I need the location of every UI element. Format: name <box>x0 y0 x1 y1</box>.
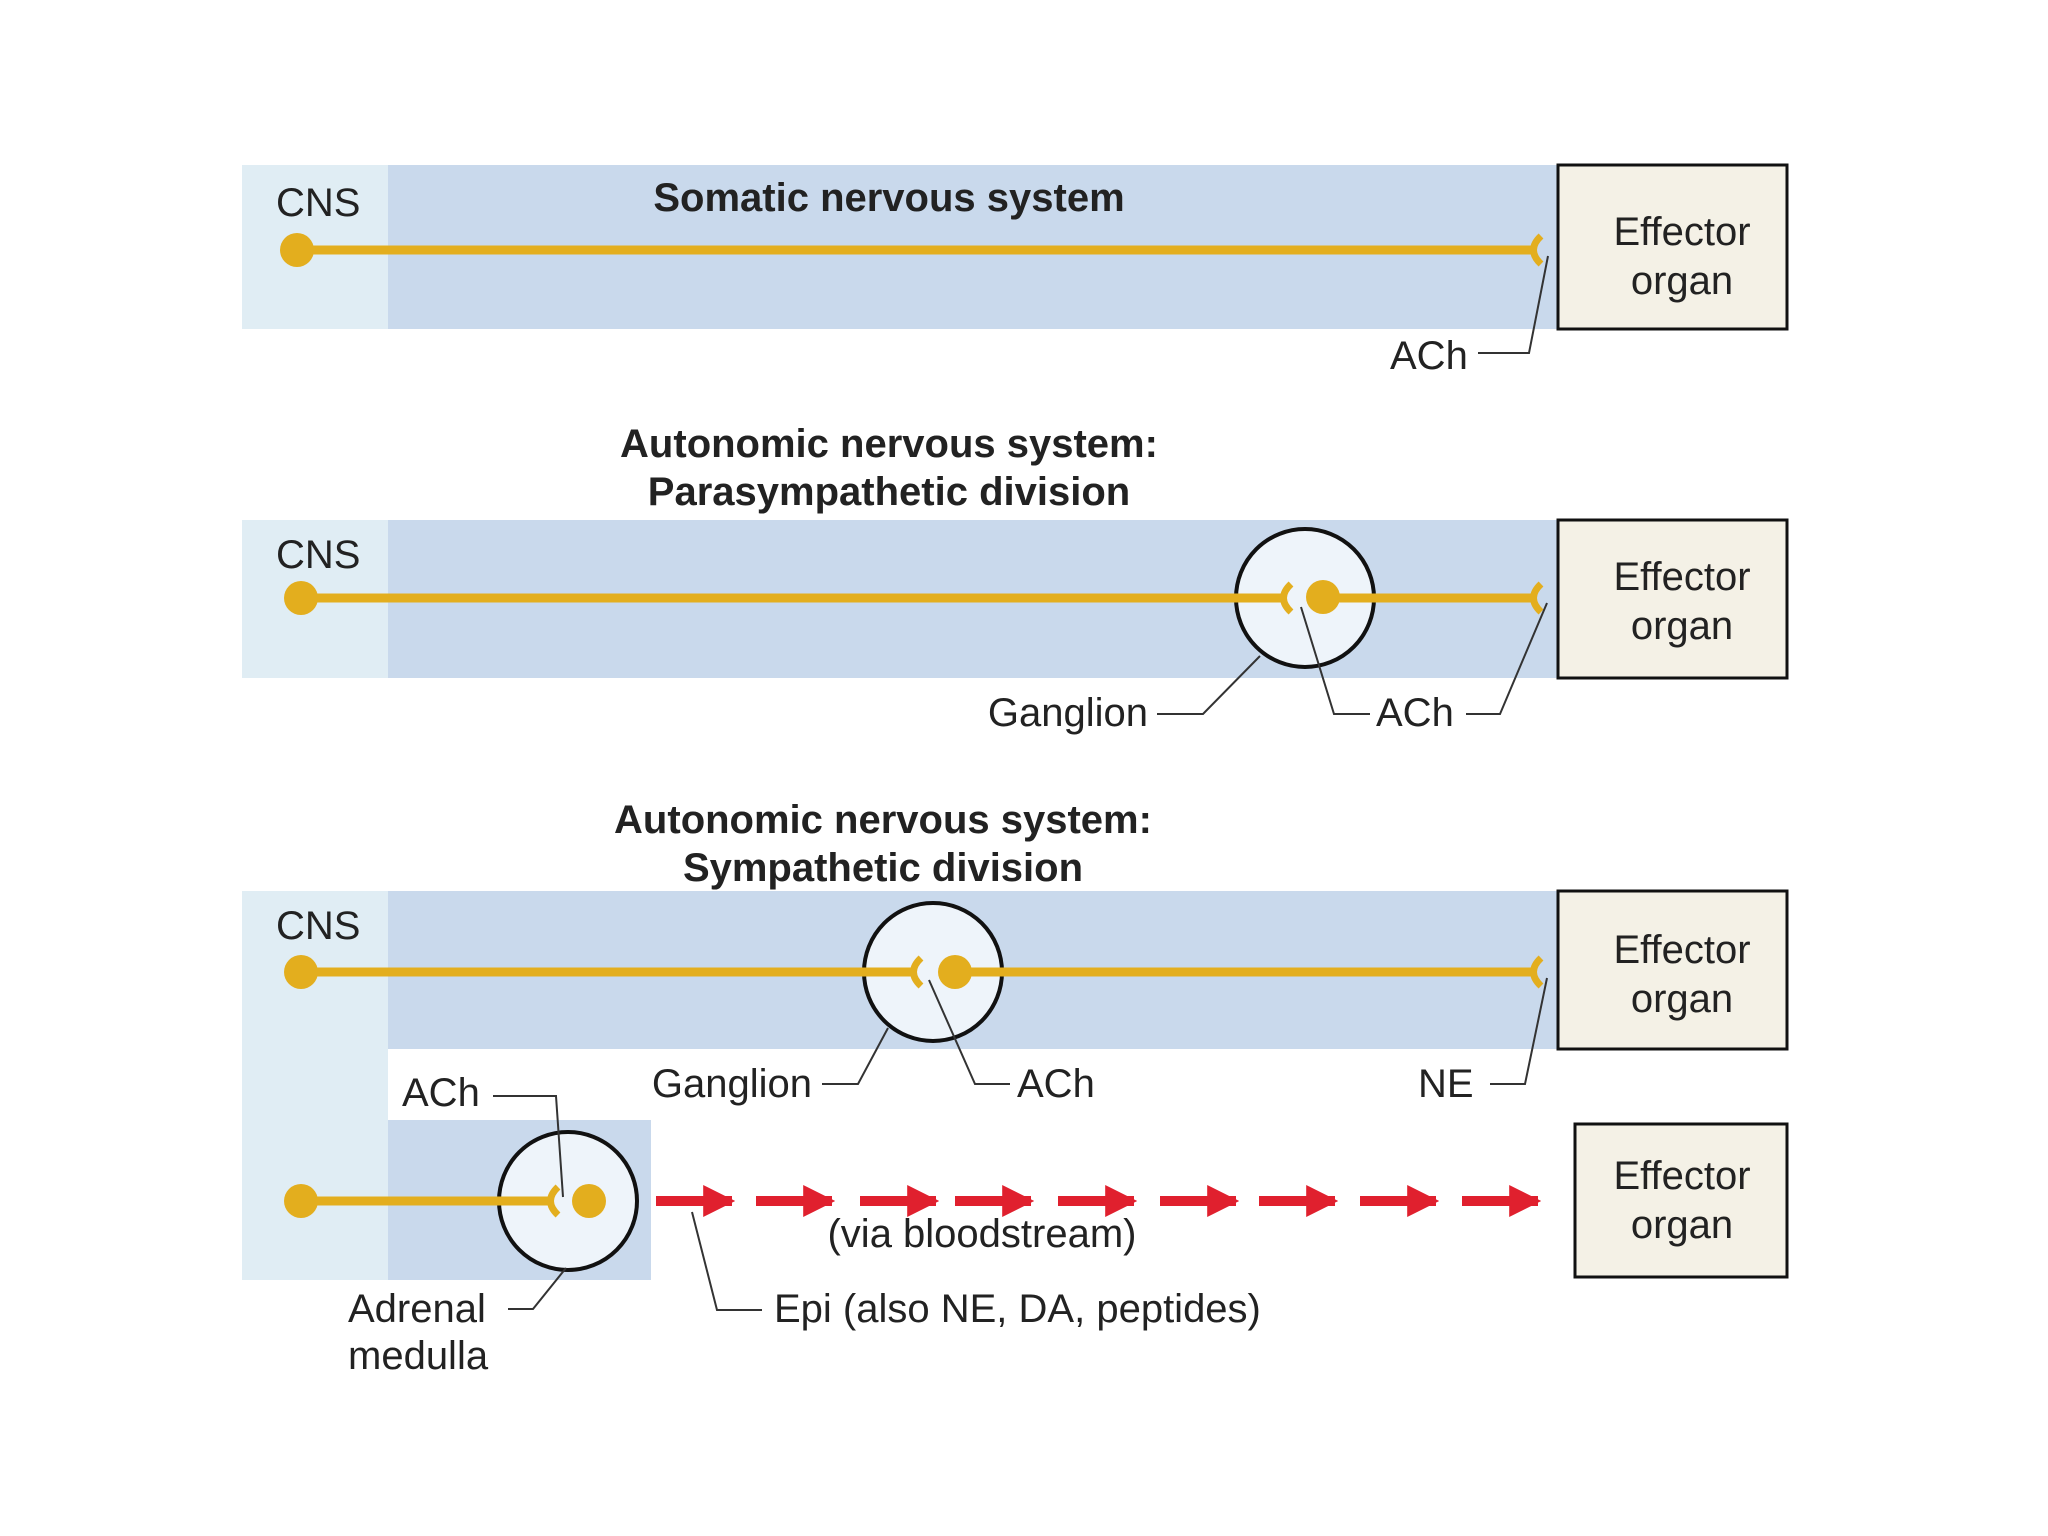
adrenal-terminal <box>547 1184 561 1218</box>
parasympathetic-effector-terminal <box>1530 581 1544 615</box>
adrenal-ach-leader <box>493 1095 564 1198</box>
somatic-pathway: CNS Somatic nervous system Effector orga… <box>242 163 1789 378</box>
parasympathetic-ganglion-label: Ganglion <box>988 691 1148 735</box>
adrenal-effector-organ <box>1573 1122 1789 1279</box>
sympathetic-effector-organ <box>1556 889 1789 1051</box>
sympathetic-ach-ganglion-leader <box>928 979 1010 1085</box>
parasympathetic-effector-label-2: organ <box>1631 604 1733 648</box>
somatic-effector-label-2: organ <box>1631 259 1733 303</box>
parasympathetic-effector-organ <box>1556 518 1789 680</box>
bloodstream-label: (via bloodstream) <box>827 1212 1136 1256</box>
parasympathetic-cns-label: CNS <box>276 533 360 577</box>
epi-leader <box>691 1211 762 1311</box>
adrenal-medulla-label-1: Adrenal <box>348 1287 486 1331</box>
somatic-title: Somatic nervous system <box>653 176 1124 220</box>
parasympathetic-postganglionic-soma <box>1306 580 1340 614</box>
parasympathetic-pathway: Autonomic nervous system: Parasympatheti… <box>242 422 1789 735</box>
parasympathetic-title-line-1: Autonomic nervous system: <box>620 422 1158 466</box>
somatic-ach-label: ACh <box>1390 334 1468 378</box>
sympathetic-title-line-2: Sympathetic division <box>683 846 1083 890</box>
sympathetic-effector-label-1: Effector <box>1613 928 1750 972</box>
sympathetic-pathway: Autonomic nervous system: Sympathetic di… <box>242 798 1789 1378</box>
sympathetic-ganglion-label: Ganglion <box>652 1062 812 1106</box>
adrenal-ach-label: ACh <box>402 1071 480 1115</box>
somatic-effector-organ <box>1556 163 1789 331</box>
parasympathetic-ach-effector-leader <box>1466 602 1548 715</box>
sympathetic-ne-label: NE <box>1418 1062 1474 1106</box>
sympathetic-postganglionic-soma <box>938 955 972 989</box>
somatic-neuron-soma <box>280 233 314 267</box>
sympathetic-effector-label-2: organ <box>1631 977 1733 1021</box>
somatic-ach-leader <box>1478 255 1549 354</box>
parasympathetic-ganglion-leader <box>1157 655 1261 715</box>
adrenal-effector-label-1: Effector <box>1613 1154 1750 1198</box>
sympathetic-ganglion-terminal <box>910 955 924 989</box>
adrenal-chromaffin-cell <box>572 1184 606 1218</box>
sympathetic-ach-ganglion-label: ACh <box>1017 1062 1095 1106</box>
sympathetic-cns-zone <box>242 891 388 1280</box>
sympathetic-ganglion-leader <box>822 1027 889 1085</box>
adrenal-effector-label-2: organ <box>1631 1203 1733 1247</box>
parasympathetic-ganglion-terminal <box>1280 581 1294 615</box>
adrenal-medulla-leader <box>508 1267 567 1310</box>
parasympathetic-preganglionic-soma <box>284 581 318 615</box>
sympathetic-effector-terminal <box>1530 955 1544 989</box>
parasympathetic-title-line-2: Parasympathetic division <box>648 470 1130 514</box>
sympathetic-title-line-1: Autonomic nervous system: <box>614 798 1152 842</box>
somatic-axon-terminal <box>1530 233 1544 267</box>
sympathetic-ne-leader <box>1490 977 1548 1085</box>
somatic-cns-label: CNS <box>276 181 360 225</box>
adrenal-preganglionic-soma <box>284 1184 318 1218</box>
sympathetic-cns-label: CNS <box>276 904 360 948</box>
somatic-effector-label-1: Effector <box>1613 210 1750 254</box>
parasympathetic-effector-label-1: Effector <box>1613 555 1750 599</box>
sympathetic-preganglionic-soma <box>284 955 318 989</box>
adrenal-medulla-label-2: medulla <box>348 1334 489 1378</box>
parasympathetic-ach-ganglion-leader <box>1300 606 1370 715</box>
parasympathetic-ach-ganglion-label: ACh <box>1376 691 1454 735</box>
epi-label: Epi (also NE, DA, peptides) <box>774 1287 1261 1331</box>
